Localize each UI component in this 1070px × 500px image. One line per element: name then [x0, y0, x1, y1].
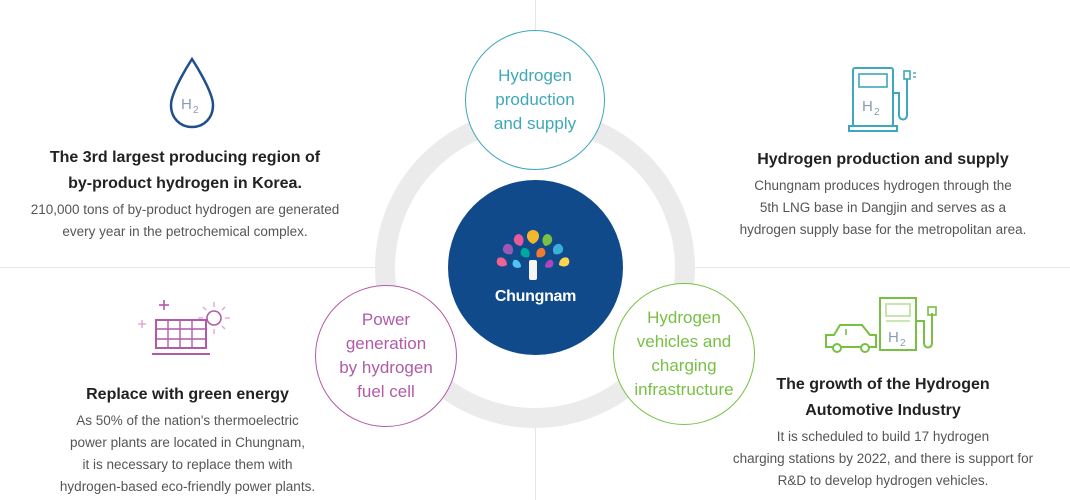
block-title: Replace with green energy: [86, 386, 289, 403]
bubble-line: generation: [345, 334, 427, 353]
hydrogen-car-charging-icon: H 2: [825, 297, 937, 353]
svg-text:2: 2: [193, 105, 199, 116]
bubble-line: Power: [361, 310, 411, 329]
block-title: The growth of the Hydrogen Automotive In…: [776, 376, 990, 419]
bubble-line: charging: [651, 356, 717, 375]
bubble-power-generation: Power generation by hydrogen fuel cell: [315, 285, 457, 427]
bubble-hydrogen-vehicles: Hydrogen vehicles and charging infrastru…: [613, 283, 755, 425]
hydrogen-drop-icon: H 2: [169, 56, 215, 129]
bubble-line: Hydrogen: [647, 308, 721, 327]
svg-text:2: 2: [874, 107, 880, 118]
bubble-line: Hydrogen: [498, 66, 572, 85]
solar-panel-icon: [138, 300, 230, 355]
svg-text:H: H: [862, 98, 873, 115]
bubble-line: and supply: [493, 114, 577, 133]
block-text: Chungnam produces hydrogen through the 5…: [739, 178, 1027, 237]
block-title: The 3rd largest producing region of by-p…: [49, 149, 321, 192]
bubble-hydrogen-production: Hydrogen production and supply: [465, 30, 605, 170]
bubble-line: fuel cell: [357, 382, 415, 401]
info-block-byproduct-hydrogen: The 3rd largest producing region of by-p…: [10, 145, 360, 243]
bubble-line: production: [495, 90, 575, 109]
info-block-automotive-industry: The growth of the Hydrogen Automotive In…: [703, 372, 1063, 492]
bubble-line: vehicles and: [636, 332, 732, 351]
svg-text:H: H: [888, 329, 899, 346]
center-name: Chungnam: [494, 288, 577, 305]
block-title: Hydrogen production and supply: [757, 151, 1009, 168]
chungnam-logo-icon: [496, 230, 570, 280]
block-text: 210,000 tons of by-product hydrogen are …: [30, 202, 340, 239]
svg-text:2: 2: [900, 338, 906, 349]
block-text: As 50% of the nation's thermoelectric po…: [59, 413, 316, 494]
block-text: It is scheduled to build 17 hydrogen cha…: [732, 429, 1034, 488]
svg-text:H: H: [181, 96, 192, 113]
hydrogen-pump-icon: H 2: [848, 67, 916, 132]
bubble-line: infrastructure: [634, 380, 734, 399]
info-block-production-supply: Hydrogen production and supply Chungnam …: [708, 147, 1058, 241]
info-block-green-energy: Replace with green energy As 50% of the …: [20, 382, 355, 498]
bubble-line: by hydrogen: [339, 358, 433, 377]
